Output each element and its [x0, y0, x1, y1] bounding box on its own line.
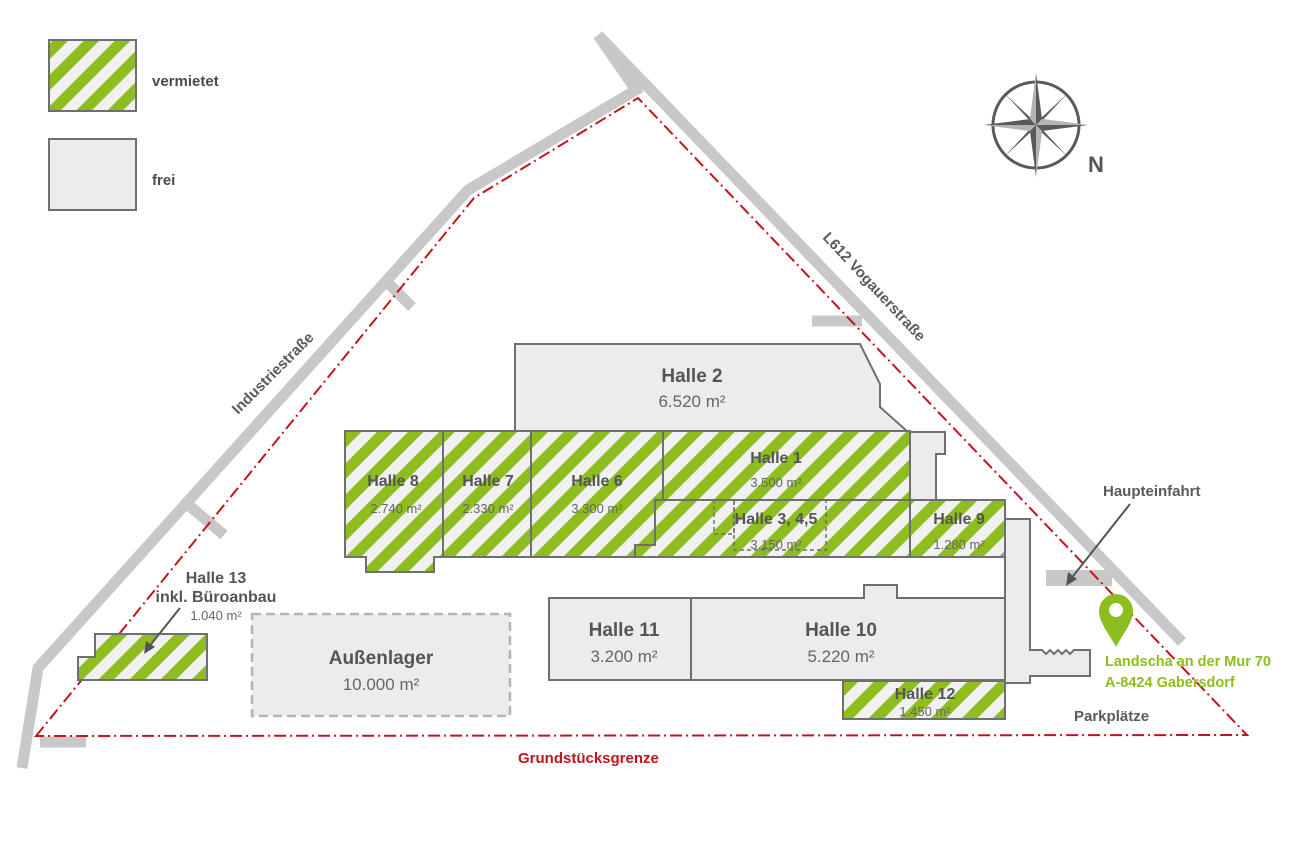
compass-rose-icon [984, 73, 1088, 177]
hall-halle-8-area: 2.740 m² [370, 501, 422, 516]
hall-halle-7[interactable] [442, 430, 532, 558]
hall-halle-2-area: 6.520 m² [658, 392, 725, 411]
hall-halle-11-name: Halle 11 [589, 620, 660, 641]
hall-connector-east [906, 431, 946, 501]
halle-13-arrowhead-icon [144, 641, 155, 654]
hall-halle-12-area: 1.450 m² [899, 704, 951, 719]
hall-halle-8-name: Halle 8 [367, 473, 419, 490]
hall-halle-9-area: 1.280 m² [933, 537, 985, 552]
hall-halle-10-name: Halle 10 [805, 620, 877, 641]
location-pin-icon [1099, 594, 1133, 647]
address-line-2: A-8424 Gabersdorf [1105, 675, 1235, 691]
hall-halle-2-name: Halle 2 [661, 366, 722, 387]
hall-connector-southeast [1004, 518, 1091, 684]
hall-aussenlager[interactable] [250, 612, 512, 718]
hall-halle-13[interactable] [77, 633, 208, 681]
legend-label-rented: vermietet [152, 73, 219, 90]
address-line-1: Landscha an der Mur 70 [1105, 654, 1271, 670]
hall-halle-1-name: Halle 1 [750, 450, 802, 467]
hall-halle-7-name: Halle 7 [462, 473, 514, 490]
main-entrance-arrowhead-icon [1066, 572, 1077, 586]
hall-halle-12-name: Halle 12 [895, 686, 956, 703]
hall-halle-10-area: 5.220 m² [807, 647, 874, 666]
legend: vermietet frei [48, 39, 219, 211]
roads [16, 31, 1186, 769]
label-boundary: Grundstücksgrenze [518, 750, 659, 767]
hall-halle-3-4-5-area: 3.150 m² [750, 537, 802, 552]
legend-swatch-rented [48, 39, 137, 112]
hall-halle-6-name: Halle 6 [571, 473, 623, 490]
legend-swatch-free [48, 138, 137, 211]
hall-halle-6[interactable] [530, 430, 664, 558]
hall-halle-12[interactable] [842, 680, 1006, 720]
hall-halle-1-area: 3.500 m² [750, 475, 802, 490]
property-boundary [33, 96, 1250, 738]
legend-label-free: frei [152, 172, 175, 189]
hall-aussenlager-name: Außenlager [329, 648, 434, 669]
hall-halle-6-area: 3.300 m² [571, 501, 623, 516]
main-entrance-pointer-arrow [1069, 503, 1131, 581]
compass-north-label: N [1088, 152, 1104, 177]
hall-halle-3-4-5-name: Halle 3, 4,5 [735, 511, 818, 528]
halle-13-pointer-arrow [147, 607, 181, 649]
hall-halle-11-area: 3.200 m² [590, 647, 657, 666]
hall-halle-13-area: 1.040 m² [190, 608, 242, 623]
hall-halle-2[interactable] [514, 343, 911, 433]
hall-halle-10[interactable] [690, 584, 1006, 681]
hall-halle-9-name: Halle 9 [933, 511, 985, 528]
label-main-entrance: Haupteinfahrt [1103, 483, 1201, 500]
hall-halle-1[interactable] [662, 430, 911, 501]
road-vogauerstrasse [594, 31, 1186, 646]
hall-halle-7-area: 2.330 m² [462, 501, 514, 516]
hall-halle-13-name: Halle 13 [186, 570, 247, 587]
label-parking: Parkplätze [1074, 708, 1149, 725]
hall-halle-3-4-5-sub-right [733, 499, 827, 551]
road-industriestrasse [16, 31, 644, 769]
hall-halle-9[interactable] [909, 499, 1006, 558]
hall-halle-13-name2: inkl. Büroanbau [156, 589, 277, 606]
hall-aussenlager-area: 10.000 m² [343, 675, 420, 694]
